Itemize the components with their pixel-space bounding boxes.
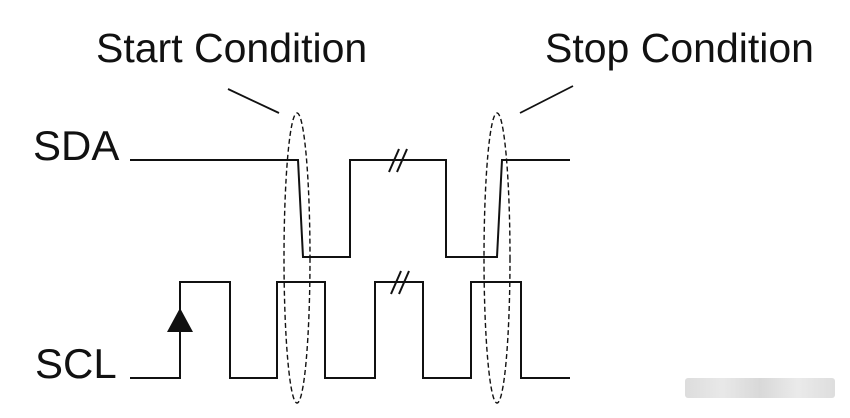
sda-waveform: [130, 159, 570, 258]
scl-label: SCL: [35, 340, 117, 387]
stop-condition-label: Stop Condition: [545, 25, 814, 71]
sda-label: SDA: [33, 122, 119, 169]
scl-waveform: [130, 281, 570, 379]
scl-break-mark-icon: [390, 270, 410, 295]
stop-condition-ellipse: [483, 112, 511, 404]
blurred-watermark: [685, 378, 835, 398]
sda-break-mark-icon: [388, 148, 408, 173]
start-leader-line: [227, 88, 280, 114]
rising-edge-arrow-icon: [167, 308, 193, 332]
start-condition-ellipse: [283, 112, 311, 404]
stop-leader-line: [519, 85, 574, 114]
start-condition-label: Start Condition: [96, 25, 367, 71]
